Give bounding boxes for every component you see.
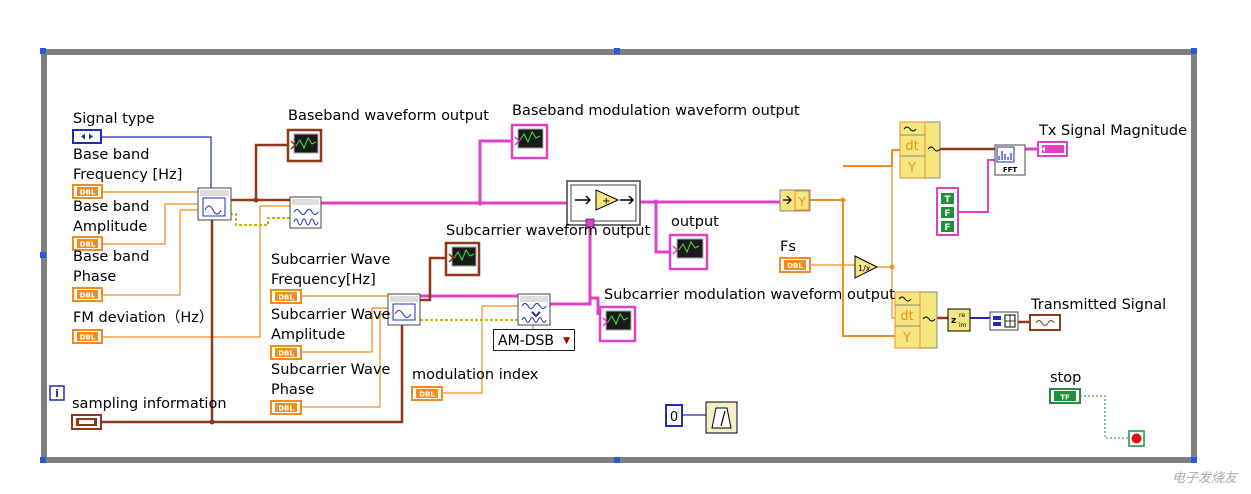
subcarrier-amplitude-terminal[interactable]: DBL	[270, 345, 302, 360]
dt-text: dt	[900, 309, 913, 324]
modulation-type-enum[interactable]: AM-DSB ▼	[493, 329, 575, 351]
subcarrier-modulation-waveform-output-label: Subcarrier modulation waveform output	[604, 287, 895, 303]
boolean-array-constant[interactable]: T F F	[936, 187, 959, 236]
svg-text:1/x: 1/x	[858, 264, 871, 273]
dbl-text: DBL	[80, 292, 96, 300]
base-band-phase-label: Base band Phase	[73, 249, 150, 285]
loop-index-text: i	[55, 387, 59, 400]
build-waveform-top[interactable]: dt Y	[899, 121, 941, 179]
fft-text: FFT	[1003, 166, 1018, 174]
baseband-modulator-subvi[interactable]	[289, 196, 322, 229]
subcarrier-frequency-terminal[interactable]: DBL	[270, 289, 302, 304]
f-text: F	[944, 223, 950, 233]
signal-mixer-block[interactable]: +	[566, 180, 641, 228]
baseband-waveform-output-label: Baseband waveform output	[288, 108, 489, 124]
baseband-waveform-graph[interactable]	[286, 128, 323, 163]
dbl-text: DBL	[80, 189, 96, 197]
zero-constant[interactable]: 0	[665, 404, 683, 427]
wait-ms-function[interactable]	[705, 401, 738, 434]
tx-signal-magnitude-indicator[interactable]	[1037, 141, 1068, 157]
fm-deviation-terminal[interactable]: DBL	[72, 329, 103, 344]
im-text: im	[959, 322, 967, 329]
y-text: Y	[902, 331, 911, 346]
sampling-information-label: sampling information	[72, 396, 227, 412]
subcarrier-wave-phase-label: Subcarrier Wave Phase	[271, 362, 391, 398]
while-loop-frame	[40, 48, 1197, 463]
build-waveform-bottom[interactable]: dt Y	[894, 291, 938, 349]
baseband-generator-subvi[interactable]	[197, 187, 232, 221]
dbl-text: DBL	[278, 350, 294, 358]
subcarrier-modulation-graph[interactable]	[598, 305, 637, 343]
dbl-text: DBL	[80, 334, 96, 342]
signal-type-label: Signal type	[73, 111, 155, 127]
subcarrier-phase-terminal[interactable]: DBL	[270, 400, 302, 415]
base-band-amplitude-terminal[interactable]: DBL	[72, 236, 103, 251]
fm-deviation-label: FM deviation（Hz）	[73, 310, 214, 326]
output-label: output	[671, 214, 719, 230]
dbl-text: DBL	[787, 262, 803, 270]
stop-label: stop	[1050, 370, 1082, 386]
fs-label: Fs	[780, 239, 796, 255]
y-text: Y	[797, 195, 806, 209]
re-text: re	[959, 312, 965, 319]
dbl-text: DBL	[80, 241, 96, 249]
dt-text: dt	[905, 139, 918, 154]
svg-text:z: z	[951, 316, 956, 326]
base-band-phase-terminal[interactable]: DBL	[72, 287, 103, 302]
modulation-type-value: AM-DSB	[498, 333, 554, 349]
baseband-modulation-graph[interactable]	[510, 123, 549, 160]
fs-terminal[interactable]: DBL	[779, 257, 811, 273]
tx-signal-magnitude-label: Tx Signal Magnitude	[1039, 123, 1188, 139]
dropdown-arrow-icon: ▼	[563, 336, 570, 346]
tf-text: TF	[1060, 394, 1070, 402]
transmitted-signal-indicator[interactable]	[1029, 314, 1061, 331]
modulation-index-terminal[interactable]: DBL	[411, 386, 443, 401]
watermark: 电子发烧友	[1171, 471, 1237, 486]
wires	[100, 136, 1129, 439]
f-text: F	[944, 209, 950, 219]
zero-constant-text: 0	[670, 410, 678, 425]
build-waveform-y[interactable]: Y	[779, 189, 811, 212]
y-text: Y	[907, 161, 916, 176]
dbl-text: DBL	[278, 294, 294, 302]
output-graph[interactable]	[668, 233, 709, 271]
sampling-information-terminal[interactable]	[71, 414, 102, 430]
dbl-text: DBL	[419, 391, 435, 399]
reciprocal-function[interactable]: 1/x	[854, 255, 879, 279]
transmitted-signal-label: Transmitted Signal	[1031, 297, 1167, 313]
subcarrier-waveform-output-label: Subcarrier waveform output	[446, 223, 651, 239]
signal-type-control[interactable]	[72, 129, 102, 144]
complex-to-re-im[interactable]: z re im	[947, 308, 971, 332]
loop-iteration-terminal: i	[49, 385, 65, 401]
stop-control[interactable]: TF	[1049, 388, 1081, 404]
fft-spectrum-subvi[interactable]: FFT	[994, 144, 1026, 176]
subcarrier-wave-amplitude-label: Subcarrier Wave Amplitude	[271, 307, 391, 343]
subcarrier-wave-frequency-label: Subcarrier Wave Frequency[Hz]	[271, 252, 391, 288]
subcarrier-generator-subvi[interactable]	[387, 293, 421, 326]
loop-condition-terminal[interactable]	[1128, 430, 1145, 447]
base-band-frequency-terminal[interactable]: DBL	[72, 184, 103, 199]
base-band-amplitude-label: Base band Amplitude	[73, 199, 150, 235]
subcarrier-waveform-graph[interactable]	[444, 241, 481, 277]
modulation-index-label: modulation index	[412, 367, 539, 383]
dbl-text: DBL	[278, 405, 294, 413]
svg-text:+: +	[602, 196, 610, 207]
build-array[interactable]	[989, 311, 1019, 331]
t-text: T	[944, 195, 951, 205]
base-band-frequency-label: Base band Frequency [Hz]	[73, 147, 183, 183]
subcarrier-modulator-subvi[interactable]	[517, 293, 551, 326]
baseband-modulation-waveform-output-label: Baseband modulation waveform output	[512, 103, 800, 119]
